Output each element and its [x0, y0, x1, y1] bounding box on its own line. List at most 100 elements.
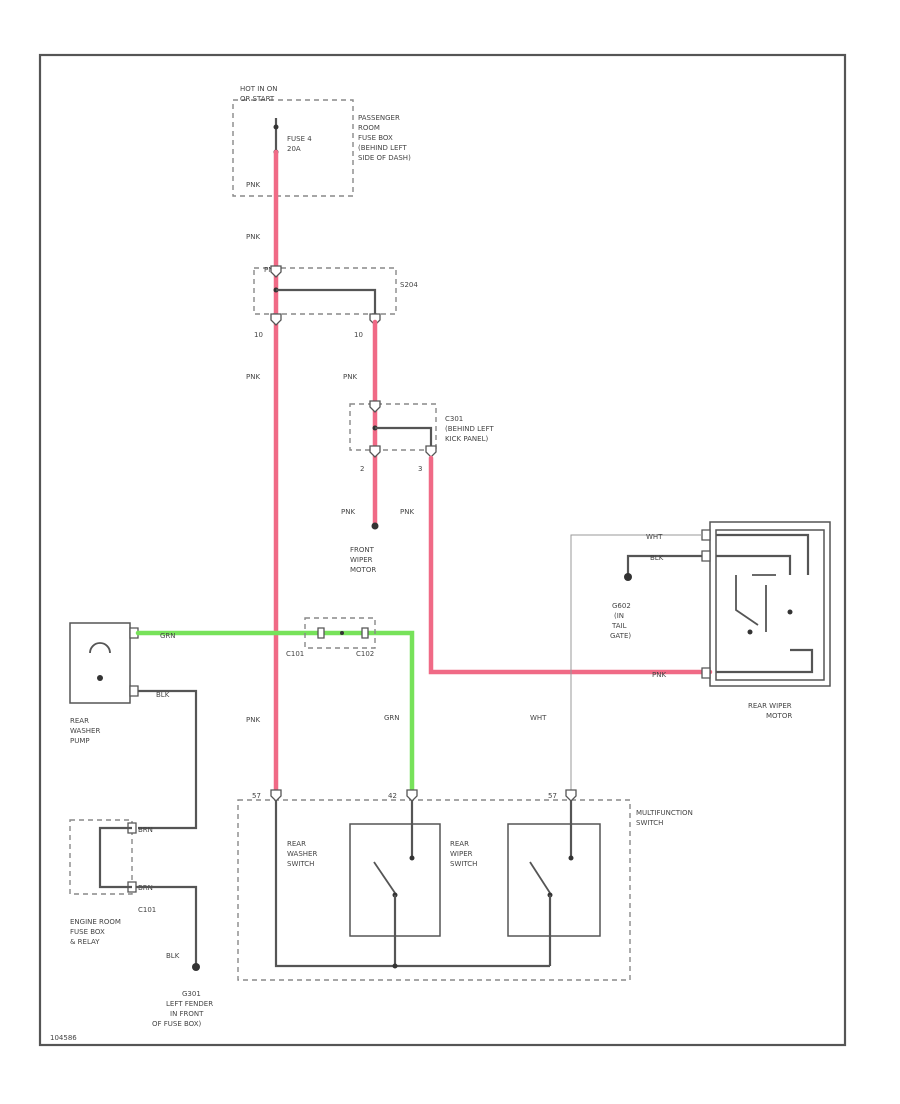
rear-washer-switch-label-2: WASHER — [287, 850, 317, 858]
fuse-label-1: FUSE 4 — [287, 135, 312, 143]
pin-10a: 10 — [254, 331, 263, 339]
c101-connector — [317, 627, 325, 639]
rear-wiper-switch-box — [507, 823, 601, 937]
g602-ground-icon — [624, 573, 632, 581]
pump-pin-top — [129, 627, 139, 639]
rear-motor-pin-bottom — [701, 667, 711, 679]
g301-label-3: IN FRONT — [170, 1010, 204, 1018]
pass-box-label-1: PASSENGER — [358, 114, 400, 122]
wire-label-brn-1: BRN — [138, 826, 153, 834]
multifunction-switch-outline — [237, 799, 631, 981]
wire-label-wht-2: WHT — [530, 714, 547, 722]
c101-c102-outline — [304, 617, 376, 649]
front-motor-label-2: WIPER — [350, 556, 373, 564]
rear-washer-ground-wire — [135, 630, 415, 793]
pin-42: 42 — [388, 792, 397, 800]
diagram-frame — [38, 53, 847, 1047]
s204-branch-wire — [276, 288, 377, 316]
engine-room-box-outline — [69, 819, 133, 895]
front-motor-label-3: MOTOR — [350, 566, 376, 574]
rear-motor-cam-switch — [735, 575, 759, 626]
c102-connector — [361, 627, 369, 639]
rear-motor-label-1: REAR WIPER — [748, 702, 792, 710]
pass-box-label-3: FUSE BOX — [358, 134, 393, 142]
wht-wire — [570, 534, 702, 792]
mf-pin-57a — [270, 789, 282, 802]
pin-3: 3 — [418, 465, 422, 473]
s204-connector-right — [369, 313, 381, 326]
rear-motor-return-wire — [716, 648, 814, 674]
c101-c102-joint — [340, 631, 344, 635]
rear-wiper-power-wire — [428, 455, 713, 675]
rear-washer-pump-box — [69, 622, 131, 704]
washer-switch-blade — [373, 861, 396, 894]
hot-label-1: HOT IN ON — [240, 85, 278, 93]
g602-label-4: GATE) — [610, 632, 631, 640]
c102-label: C102 — [356, 650, 374, 658]
g602-label-2: (IN — [614, 612, 624, 620]
c301-label-3: KICK PANEL) — [445, 435, 488, 443]
engine-box-label-1: ENGINE ROOM — [70, 918, 121, 926]
s204-outline — [253, 267, 397, 315]
c301-connector-right — [425, 445, 437, 458]
rear-motor-contact-2 — [787, 609, 793, 615]
rear-wiper-switch-label-2: WIPER — [450, 850, 473, 858]
rear-motor-internal-wire-2 — [716, 554, 792, 575]
rear-motor-internal-wire-1 — [716, 533, 810, 575]
wire-label-pnk-3: PNK — [246, 373, 260, 381]
rear-motor-contact-1 — [747, 629, 753, 635]
pump-pin-bottom — [129, 685, 139, 697]
footer-id: 104586 — [50, 1034, 77, 1042]
wiper-switch-blade — [529, 861, 551, 894]
rear-wiper-switch-label-1: REAR — [450, 840, 469, 848]
switch-common-bus — [274, 801, 550, 968]
pump-motor-icon — [89, 642, 111, 654]
pin-57a: 57 — [252, 792, 261, 800]
wire-label-wht-1: WHT — [646, 533, 663, 541]
wiper-switch-contact-top — [568, 855, 574, 861]
c101-label: C101 — [286, 650, 304, 658]
pin-10b: 10 — [354, 331, 363, 339]
s204-label: S204 — [400, 281, 418, 289]
g602-label-1: G602 — [612, 602, 631, 610]
wire-label-pnk-4: PNK — [343, 373, 357, 381]
wire-label-grn-1: GRN — [160, 632, 176, 640]
rear-wiper-motor-box — [709, 521, 831, 687]
rear-washer-switch-label-1: REAR — [287, 840, 306, 848]
washer-switch-contact-top — [409, 855, 415, 861]
wire-label-pnk-8: PNK — [246, 716, 260, 724]
c301-label-1: C301 — [445, 415, 463, 423]
front-wiper-motor-terminal — [371, 522, 379, 530]
pin-57b: 57 — [548, 792, 557, 800]
rear-motor-label-2: MOTOR — [766, 712, 792, 720]
pump-label-2: WASHER — [70, 727, 100, 735]
fuse-label-2: 20A — [287, 145, 301, 153]
wire-label-pnk-2: PNK — [246, 233, 260, 241]
pump-label-3: PUMP — [70, 737, 90, 745]
mf-pin-57b — [565, 789, 577, 802]
rear-motor-pin-top — [701, 529, 711, 541]
engine-box-label-2: FUSE BOX — [70, 928, 105, 936]
rear-wiper-switch-label-3: SWITCH — [450, 860, 477, 868]
engine-box-label-3: & RELAY — [70, 938, 100, 946]
wire-label-pnk-1: PNK — [246, 181, 260, 189]
g301-label-1: G301 — [182, 990, 201, 998]
multifunction-label-1: MULTIFUNCTION — [636, 809, 693, 817]
rear-wiper-motor-inner — [715, 529, 825, 681]
pass-box-label-4: (BEHIND LEFT — [358, 144, 407, 152]
c301-connector-top — [369, 400, 381, 413]
rear-motor-pin-mid — [701, 550, 711, 562]
s204-connector-left — [270, 313, 282, 326]
c101b-label: C101 — [138, 906, 156, 914]
wire-label-blk-3: BLK — [166, 952, 180, 960]
c301-label-2: (BEHIND LEFT — [445, 425, 494, 433]
front-motor-label-1: FRONT — [350, 546, 375, 554]
bus-junction-dot — [392, 963, 398, 969]
mf-pin-42 — [406, 789, 418, 802]
c301-connector-left — [369, 445, 381, 458]
wire-label-pnk-6: PNK — [400, 508, 414, 516]
pass-box-label-2: ROOM — [358, 124, 380, 132]
multifunction-label-2: SWITCH — [636, 819, 663, 827]
wire-label-pnk-5: PNK — [341, 508, 355, 516]
